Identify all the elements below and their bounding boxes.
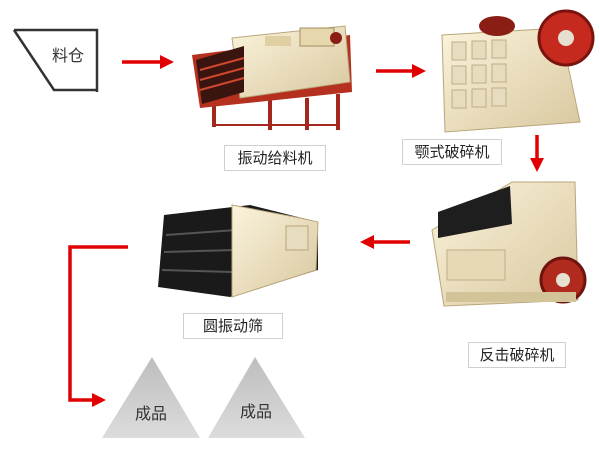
arrow-feeder-to-jaw	[376, 64, 426, 78]
vibrating-feeder-label: 振动给料机	[224, 145, 326, 171]
impact-crusher-machine	[431, 181, 587, 307]
jaw-crusher-machine	[441, 9, 595, 133]
product-pile-1	[102, 357, 200, 438]
arrow-impact-to-screen	[360, 235, 410, 249]
product-label-2: 成品	[239, 402, 272, 421]
arrow-jaw-to-impact	[530, 135, 544, 172]
arrow-bin-to-feeder	[122, 55, 174, 69]
product-label-1: 成品	[134, 404, 167, 423]
product-pile-2	[208, 357, 305, 438]
feed-bin-icon	[12, 28, 99, 92]
impact-crusher-label: 反击破碎机	[468, 342, 566, 368]
vibrating-feeder-machine	[192, 25, 352, 130]
jaw-crusher-label: 颚式破碎机	[402, 139, 502, 165]
vibrating-screen-label: 圆振动筛	[183, 313, 283, 339]
vibrating-screen-machine	[158, 204, 319, 298]
arrow-screen-to-product	[68, 245, 128, 407]
feed-bin-label: 料仓	[52, 46, 85, 65]
